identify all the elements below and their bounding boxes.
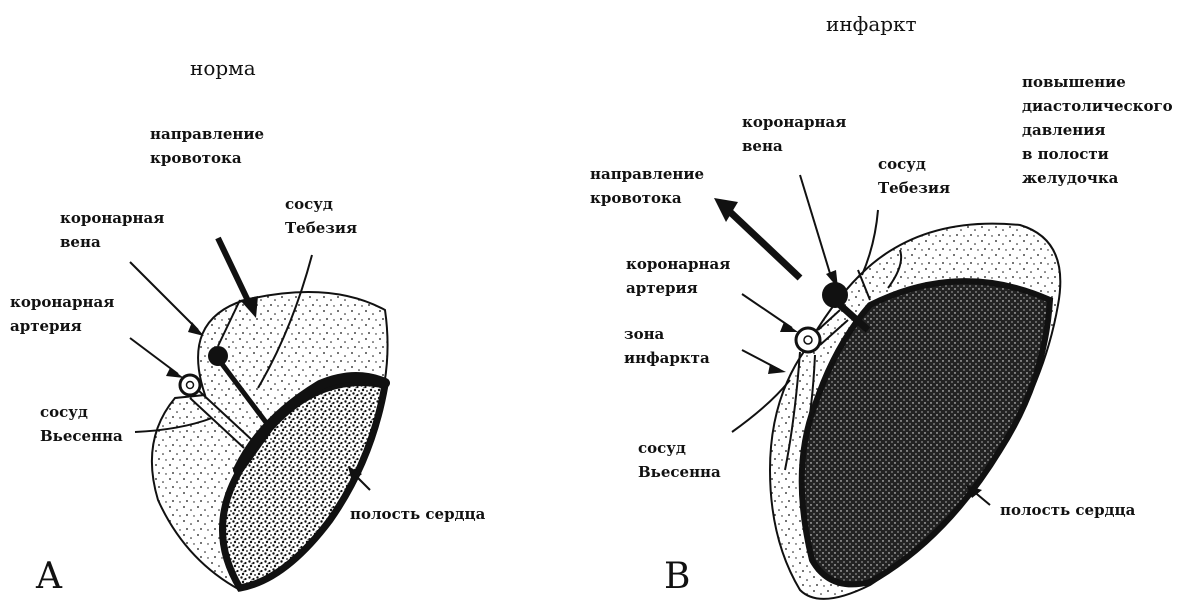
panel-a-label-coronary-artery: коронарная артерия [10, 290, 114, 338]
panel-a-title: норма [190, 56, 256, 80]
panel-b-label-heart-cavity: полость сердца [1000, 498, 1135, 522]
panel-b-label-coronary-vein: коронарная вена [742, 110, 846, 158]
panel-a-label-coronary-vein: коронарная вена [60, 206, 164, 254]
panel-b-title: инфаркт [826, 12, 917, 36]
panel-a-letter: A [36, 556, 62, 597]
panel-b-label-vieussens-vessel: сосуд Вьесенна [638, 436, 721, 484]
panel-b-letter: B [664, 556, 690, 597]
panel-b-label-coronary-artery: коронарная артерия [626, 252, 730, 300]
panel-a-label-heart-cavity: полость сердца [350, 502, 485, 526]
panel-b-label-flow-direction: направление кровотока [590, 162, 704, 210]
panel-b-heart [770, 224, 1060, 599]
panel-a-label-thebesian-vessel: сосуд Тебезия [285, 192, 357, 240]
panel-b-label-diastolic-pressure: повышение диастолического давления в пол… [1022, 70, 1173, 190]
panel-a-heart [152, 292, 388, 590]
panel-a-label-vieussens-vessel: сосуд Вьесенна [40, 400, 123, 448]
panel-b-label-infarct-zone: зона инфаркта [624, 322, 710, 370]
panel-a-coronary-vein-dot [208, 346, 228, 366]
panel-a-label-flow-direction: направление кровотока [150, 122, 264, 170]
panel-b-label-thebesian-vessel: сосуд Тебезия [878, 152, 950, 200]
